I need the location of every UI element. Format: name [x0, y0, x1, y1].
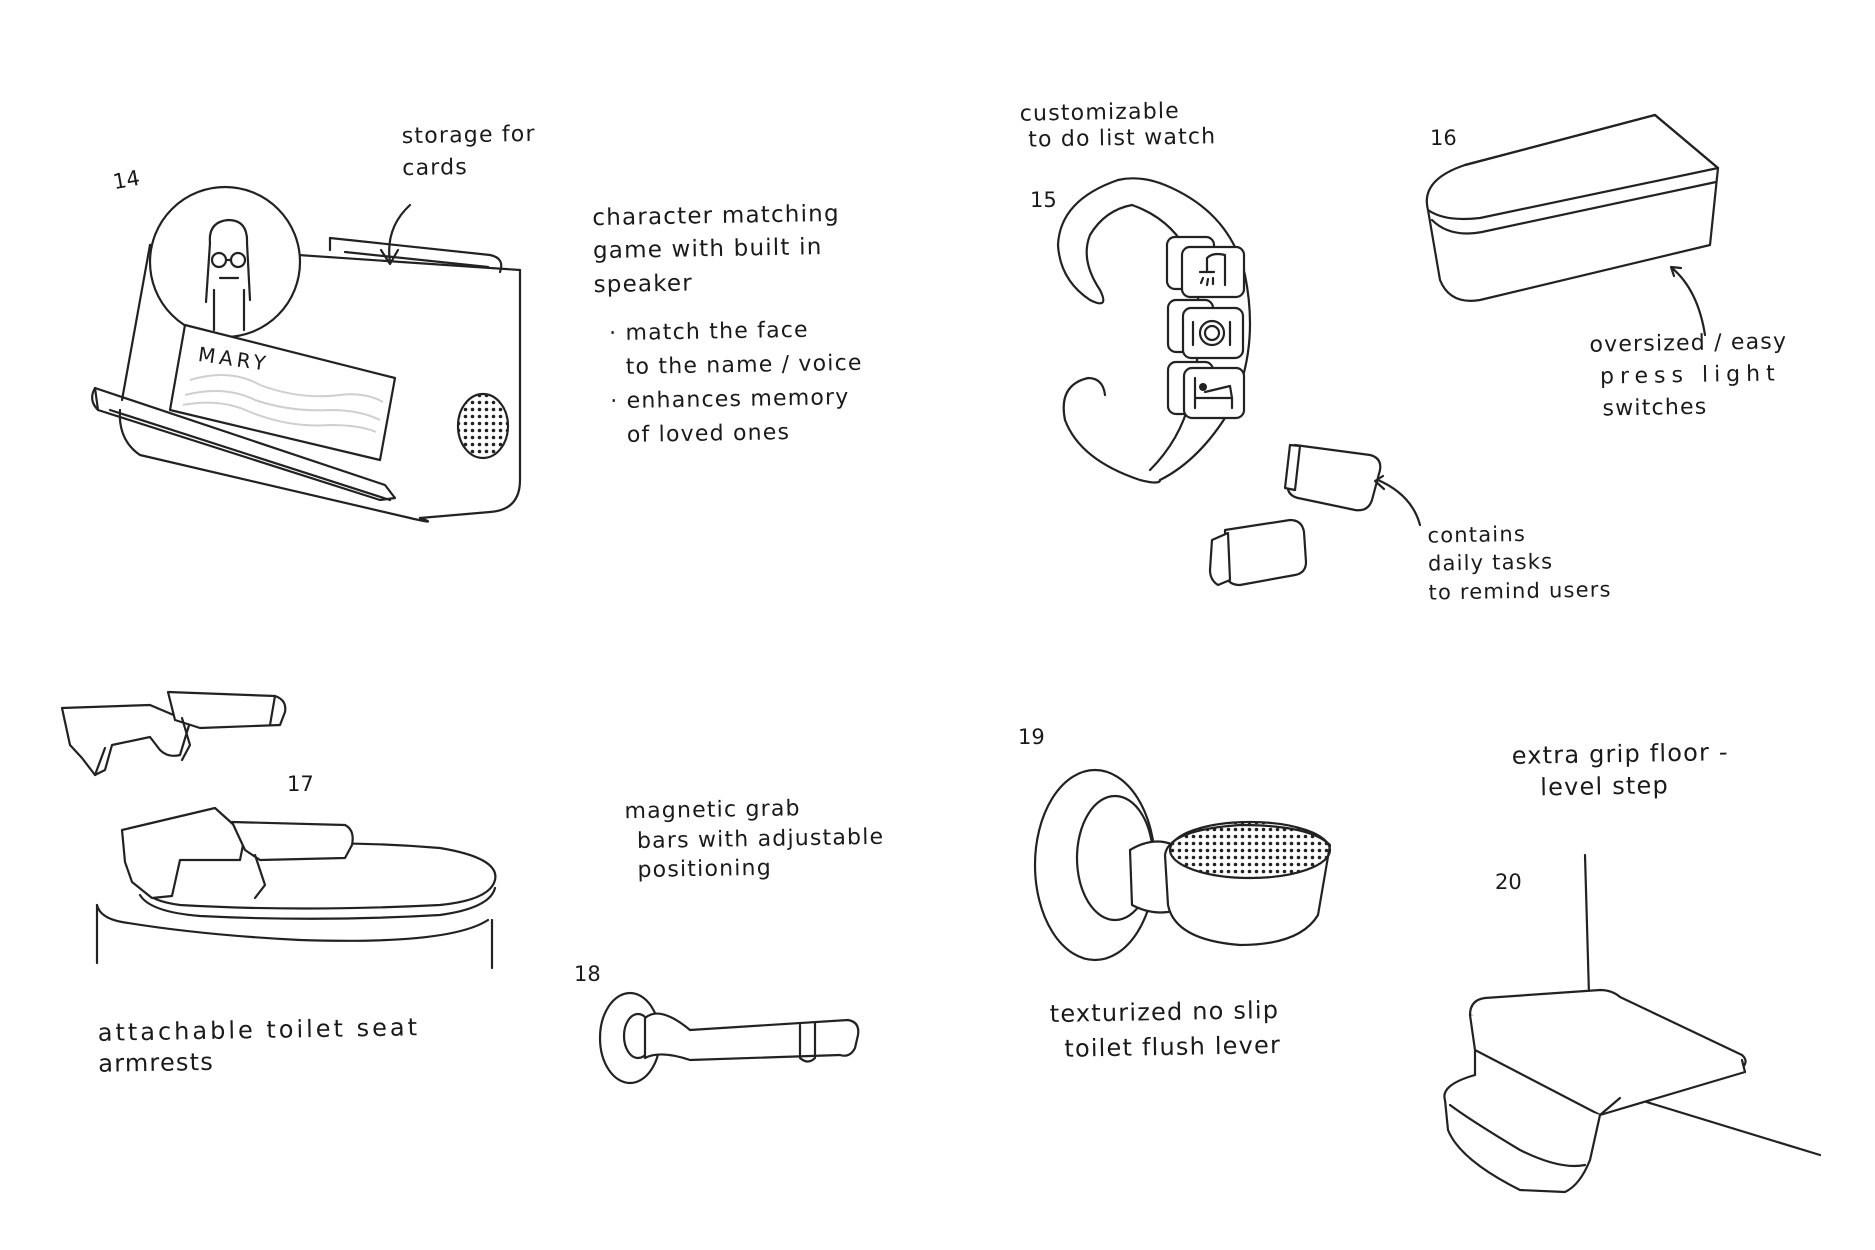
charm-shower [1165, 235, 1246, 299]
bullet-line: · match the face [608, 317, 810, 347]
sketch-number-15: 15 [1030, 188, 1057, 212]
description-line: game with built in [592, 234, 823, 265]
description-line: oversized / easy [1589, 329, 1788, 358]
bullet-line: · enhances memory [610, 385, 850, 415]
storage-annotation: storage for cards [401, 119, 536, 185]
charm-meal [1166, 298, 1245, 360]
description-line: press light [1599, 361, 1781, 390]
description-line: armrests [98, 1047, 215, 1078]
description-line: toilet flush lever [1064, 1030, 1282, 1063]
description-line: character matching [592, 200, 840, 232]
annotation-line: cards [402, 154, 469, 182]
sketch-number-17: 17 [287, 772, 314, 796]
title-line: customizable [1019, 98, 1181, 127]
loose-charm-2 [1208, 518, 1308, 587]
light-switch-description: oversized / easy press light switches [1589, 326, 1788, 425]
textured-grip [1168, 820, 1332, 880]
shower-icon [1205, 252, 1227, 287]
watch-drawing [1056, 177, 1422, 587]
charm-sleep [1166, 360, 1246, 420]
sketch-number-18: 18 [574, 962, 601, 986]
sketch-number-20: 20 [1495, 870, 1522, 894]
description-line: extra grip floor - [1511, 738, 1729, 770]
note-line: to remind users [1428, 577, 1612, 605]
sketch-number-19: 19 [1018, 725, 1045, 749]
armrest-drawing [60, 690, 497, 970]
card-game-drawing [91, 185, 522, 523]
description-line: bars with adjustable [636, 824, 885, 854]
annotation-line: storage for [401, 121, 536, 150]
portrait-face-icon [204, 218, 252, 332]
floor-step-drawing [1443, 853, 1822, 1194]
dinner-plate-icon [1198, 319, 1226, 347]
description-line: level step [1540, 771, 1670, 802]
floor-step-description: extra grip floor -level step [1511, 736, 1729, 805]
grab-bar-drawing [598, 991, 860, 1085]
note-line: contains [1427, 521, 1527, 548]
flush-lever-drawing [1033, 768, 1332, 962]
note-line: daily tasks [1427, 549, 1554, 576]
sketch-number-14: 14 [111, 165, 142, 195]
description-line: switches [1602, 394, 1708, 422]
sketch-number-16: 16 [1430, 126, 1457, 150]
bullet-line: to the name / voice [625, 350, 863, 381]
description-line: attachable toilet seat [97, 1013, 421, 1047]
title-line: to do list watch [1028, 124, 1217, 153]
bed-icon [1193, 376, 1234, 410]
loose-charm-1 [1283, 443, 1382, 512]
bullet-line: of loved ones [626, 420, 791, 449]
speaker-grille [456, 392, 510, 460]
description-line: speaker [593, 270, 694, 298]
description-line: magnetic grab [624, 796, 801, 825]
light-switch-drawing [1425, 113, 1720, 337]
description-line: texturized no slip [1049, 996, 1280, 1029]
description-line: positioning [637, 856, 773, 884]
